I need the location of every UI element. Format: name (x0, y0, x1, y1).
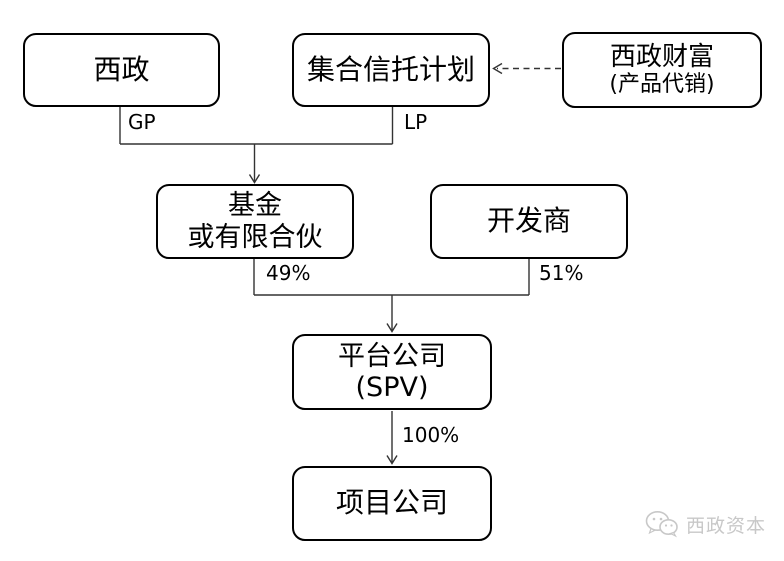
node-label-line2: (SPV) (355, 372, 429, 403)
dashed-arrow-wealth-to-trust (492, 62, 561, 75)
edge-label-lp: LP (404, 110, 428, 134)
watermark: 西政资本 (645, 510, 766, 538)
node-project-company: 项目公司 (292, 466, 492, 541)
node-developer: 开发商 (430, 184, 628, 259)
edge-label-gp: GP (128, 110, 156, 134)
node-xizheng: 西政 (23, 33, 220, 107)
edge-label-fund-share: 49% (266, 261, 311, 285)
arrow-platform-to-project (386, 411, 398, 465)
node-label: 集合信托计划 (306, 52, 475, 86)
node-label: 开发商 (486, 204, 571, 238)
watermark-text: 西政资本 (686, 514, 767, 537)
node-label-line1: 西政财富 (609, 41, 714, 72)
node-label: 西政 (93, 52, 150, 86)
node-platform-spv: 平台公司 (SPV) (292, 334, 492, 410)
node-label: 项目公司 (335, 486, 448, 520)
node-label-line1: 平台公司 (338, 340, 446, 372)
node-label-line1: 基金 (228, 190, 282, 222)
node-trust-plan: 集合信托计划 (292, 33, 490, 107)
node-label-line2: 或有限合伙 (187, 221, 323, 253)
node-fund-or-lp: 基金 或有限合伙 (156, 184, 354, 259)
node-xizheng-wealth: 西政财富 (产品代销) (562, 32, 762, 108)
wechat-icon (645, 511, 678, 538)
gp-lp-bracket (119, 107, 394, 184)
edge-label-developer-share: 51% (539, 261, 584, 285)
edge-label-platform-share: 100% (402, 423, 460, 447)
node-label-line2: (产品代销) (609, 71, 715, 97)
